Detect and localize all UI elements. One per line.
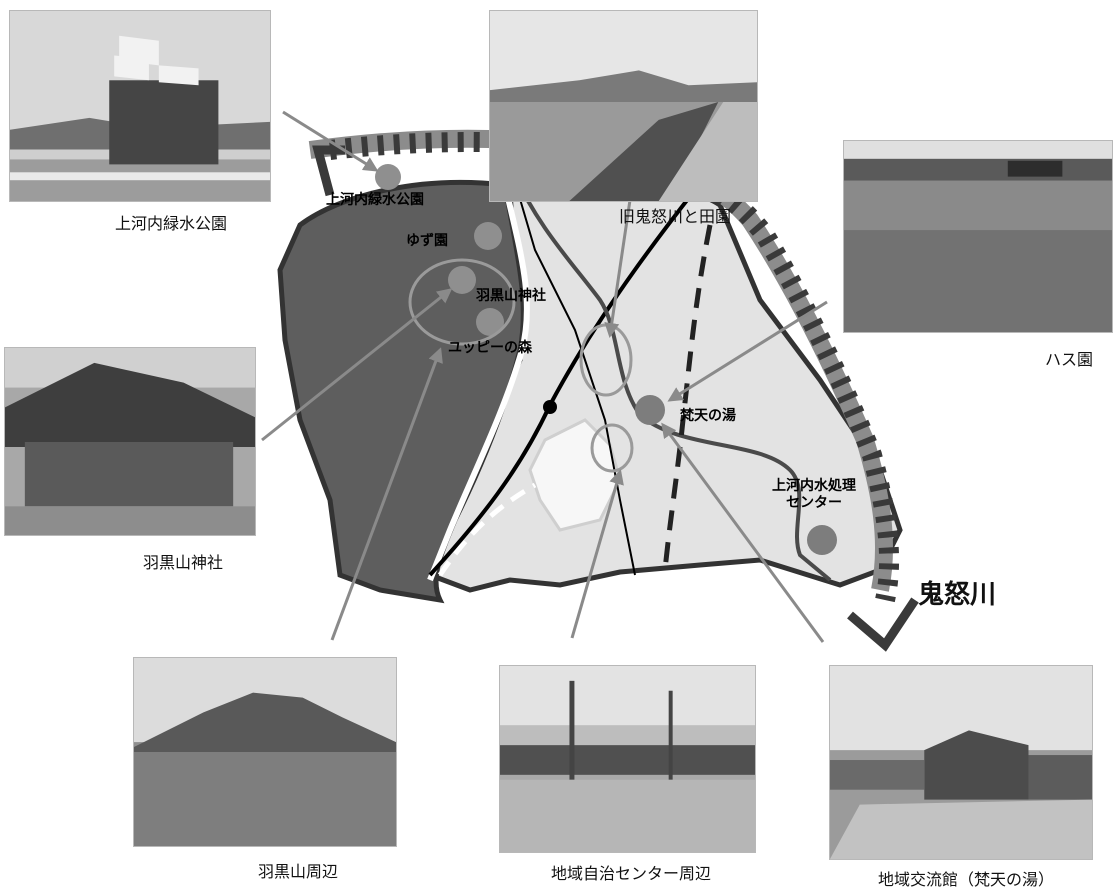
photo-lotus-garden bbox=[843, 140, 1113, 333]
photo-haguro-shrine bbox=[4, 347, 256, 536]
river-end-chevron bbox=[847, 597, 919, 652]
label-yuzu: ゆず園 bbox=[406, 233, 448, 249]
photo-community-center bbox=[499, 665, 756, 853]
marker-yuzu bbox=[474, 222, 502, 250]
marker-park bbox=[375, 164, 401, 190]
zone-border-road bbox=[427, 184, 530, 582]
caption-kinu-fields: 旧鬼怒川と田園 bbox=[619, 207, 732, 226]
marker-treatment bbox=[807, 525, 837, 555]
photo-exchange-hall bbox=[829, 665, 1093, 860]
marker-bonten bbox=[635, 395, 665, 425]
label-shrine: 羽黒山神社 bbox=[476, 288, 546, 304]
caption-exchange-hall: 地域交流館（梵天の湯） bbox=[878, 870, 1055, 889]
river-band-stripes bbox=[328, 132, 900, 603]
label-river: 鬼怒川 bbox=[918, 580, 997, 610]
river-start-chevron bbox=[312, 145, 345, 197]
thin-road bbox=[509, 164, 636, 576]
photo-kamikawachi-park bbox=[9, 10, 271, 202]
label-park: 上河内緑水公園 bbox=[326, 192, 424, 208]
urban-area bbox=[528, 418, 622, 532]
caption-community-center: 地域自治センター周辺 bbox=[551, 864, 712, 883]
dashed-road-black bbox=[662, 224, 713, 571]
outline-shrine-area bbox=[408, 258, 516, 346]
caption-lotus-garden: ハス園 bbox=[1045, 350, 1094, 369]
arrow-center bbox=[570, 469, 624, 639]
caption-haguro-shrine: 羽黒山神社 bbox=[143, 553, 224, 572]
label-bonten: 梵天の湯 bbox=[680, 408, 736, 424]
arrow-exchange-hall bbox=[661, 422, 825, 643]
station-dot bbox=[543, 400, 557, 414]
photo-haguro-area bbox=[133, 657, 397, 847]
arrow-shrine bbox=[261, 288, 453, 442]
marker-yuppie bbox=[476, 308, 504, 336]
caption-kamikawachi-park: 上河内緑水公園 bbox=[115, 214, 228, 233]
photo-kinu-fields bbox=[489, 10, 758, 202]
label-treatment-line1: 上河内水処理 bbox=[772, 478, 856, 494]
arrow-park bbox=[282, 110, 379, 172]
marker-shrine bbox=[448, 266, 476, 294]
arrow-lotus bbox=[667, 300, 828, 402]
arrow-kinu-fields bbox=[604, 199, 632, 338]
label-yuppie: ユッピーの森 bbox=[448, 340, 532, 356]
arrow-haguro-area bbox=[330, 347, 443, 641]
label-treatment: 上河内水処理 センター bbox=[772, 478, 856, 512]
caption-haguro-area: 羽黒山周辺 bbox=[258, 862, 339, 881]
dashed-road-white bbox=[437, 482, 537, 577]
label-treatment-line2: センター bbox=[786, 495, 842, 511]
